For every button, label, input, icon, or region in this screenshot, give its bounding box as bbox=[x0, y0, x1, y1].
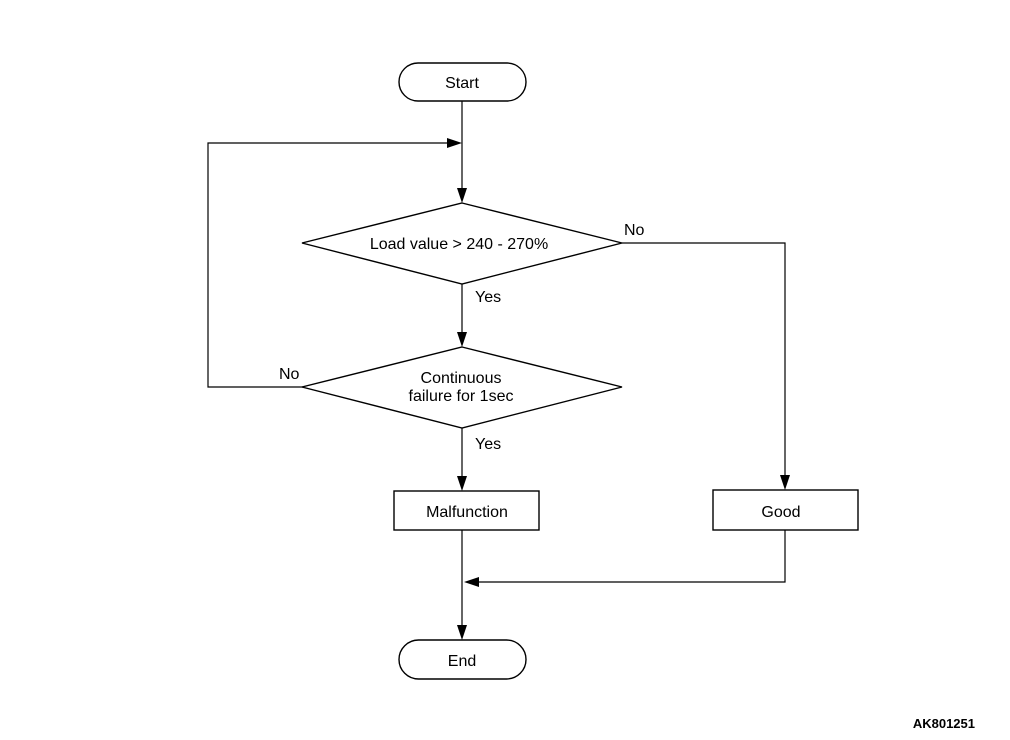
arrowhead-down bbox=[457, 476, 467, 491]
good-node: Good bbox=[712, 489, 859, 531]
end-node: End bbox=[398, 639, 527, 680]
connectors bbox=[207, 101, 786, 633]
decision2-no-label: No bbox=[279, 366, 300, 383]
malfunction-node: Malfunction bbox=[393, 490, 540, 531]
figure-code: AK801251 bbox=[913, 716, 975, 731]
arrowhead-down bbox=[457, 625, 467, 640]
decision-load-value-label: Load value > 240 - 270% bbox=[370, 236, 548, 253]
start-node: Start bbox=[398, 62, 527, 102]
decision1-yes-label: Yes bbox=[475, 289, 501, 306]
connector-good-to-merge bbox=[473, 530, 786, 583]
end-label: End bbox=[448, 653, 476, 670]
connector-decision1-to-good bbox=[622, 242, 786, 483]
connector-loop-back bbox=[207, 142, 455, 388]
arrowhead-down bbox=[457, 188, 467, 203]
decision2-yes-label: Yes bbox=[475, 436, 501, 453]
decision-continuous-failure-line2: failure for 1sec bbox=[409, 388, 514, 405]
arrowhead-right bbox=[447, 138, 462, 148]
arrowhead-down bbox=[780, 475, 790, 490]
decision1-no-label: No bbox=[624, 222, 645, 239]
arrowheads bbox=[447, 138, 790, 640]
decision-continuous-failure-line1: Continuous bbox=[421, 370, 502, 387]
good-label: Good bbox=[761, 504, 800, 521]
decision-continuous-failure: Continuous failure for 1sec bbox=[301, 346, 623, 429]
malfunction-label: Malfunction bbox=[426, 504, 508, 521]
decision-load-value: Load value > 240 - 270% bbox=[301, 202, 623, 285]
arrowhead-down bbox=[457, 332, 467, 347]
arrowhead-left bbox=[464, 577, 479, 587]
start-label: Start bbox=[445, 75, 479, 92]
